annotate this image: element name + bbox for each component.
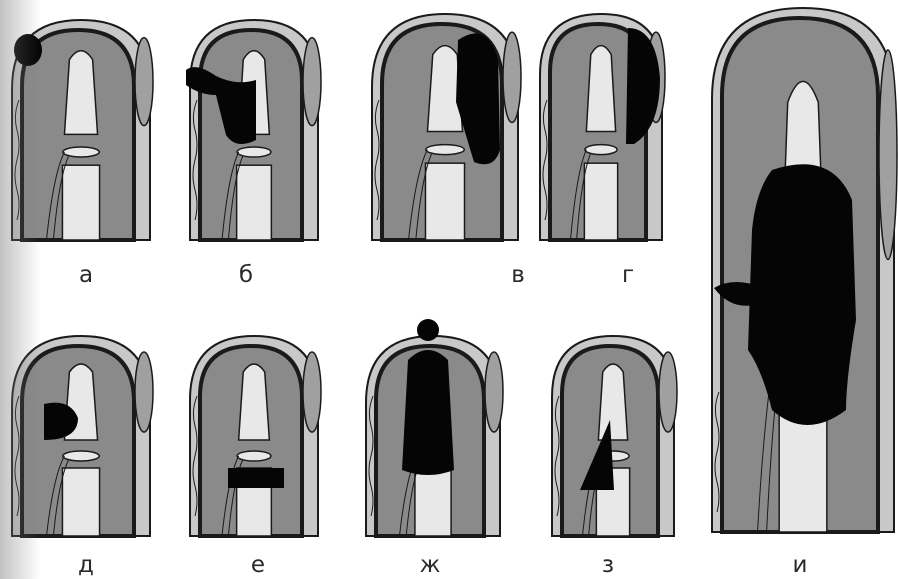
label-v: в (511, 264, 525, 287)
finger-panel-4 (12, 336, 153, 536)
finger-panel-0 (12, 20, 153, 240)
finger-panel-5 (190, 336, 321, 536)
finger-panel-2 (372, 14, 521, 240)
label-d: д (78, 554, 94, 577)
abscess-shape (228, 468, 284, 488)
label-z: з (602, 554, 614, 577)
label-g: г (622, 264, 634, 287)
finger-panel-8 (712, 8, 897, 532)
label-a: а (79, 264, 93, 287)
abscess-shape (14, 34, 42, 66)
abscess-shape (417, 319, 439, 341)
label-e: е (251, 554, 265, 577)
label-b: б (239, 264, 253, 287)
finger-panel-6 (366, 319, 503, 536)
label-i: и (793, 554, 808, 577)
finger-panel-3 (540, 14, 665, 240)
label-zh: ж (420, 554, 441, 577)
finger-panel-7 (552, 336, 677, 536)
finger-panel-1 (186, 20, 321, 240)
abscess-shape (402, 350, 454, 475)
